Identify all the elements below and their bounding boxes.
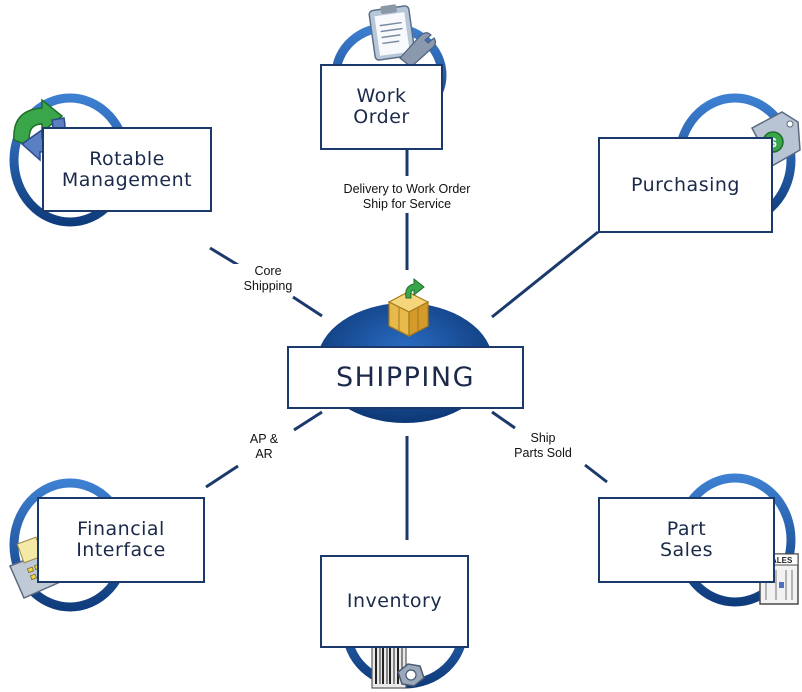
financial-interface-label: Financial Interface [76, 518, 166, 561]
sales-sign-text: SALES [766, 556, 793, 565]
purchasing-box[interactable]: Purchasing [598, 137, 773, 233]
line-financial [293, 410, 323, 432]
work-order-label: Work Order [353, 85, 410, 128]
line-financial-2 [205, 464, 239, 489]
line-part-sales [491, 410, 516, 430]
package-icon [387, 277, 430, 337]
part-sales-box[interactable]: Part Sales [598, 497, 775, 583]
clipboard-wrench-icon [368, 4, 437, 68]
line-part-sales-2 [584, 463, 608, 484]
line-purchasing [491, 230, 599, 319]
svg-text:$: $ [769, 135, 777, 150]
connector-label-part-sales: Ship Parts Sold [496, 431, 590, 461]
rotable-management-box[interactable]: Rotable Management [42, 127, 212, 212]
barcode-nut-icon [371, 641, 425, 689]
shipping-box[interactable]: SHIPPING [287, 346, 524, 409]
work-order-box[interactable]: Work Order [320, 64, 443, 150]
connector-label-rotable: Core Shipping [230, 264, 306, 294]
line-rotable [209, 246, 239, 267]
inventory-label: Inventory [346, 590, 443, 612]
financial-interface-box[interactable]: Financial Interface [37, 497, 205, 583]
inventory-box[interactable]: Inventory [320, 555, 469, 648]
connector-label-financial: AP & AR [236, 432, 292, 462]
shipping-label: SHIPPING [335, 362, 476, 393]
line-rotable-2 [292, 295, 323, 318]
part-sales-label: Part Sales [659, 518, 714, 561]
connector-label-work-order: Delivery to Work Order Ship for Service [322, 182, 492, 212]
purchasing-label: Purchasing [631, 173, 740, 196]
rotable-management-label: Rotable Management [61, 147, 193, 191]
